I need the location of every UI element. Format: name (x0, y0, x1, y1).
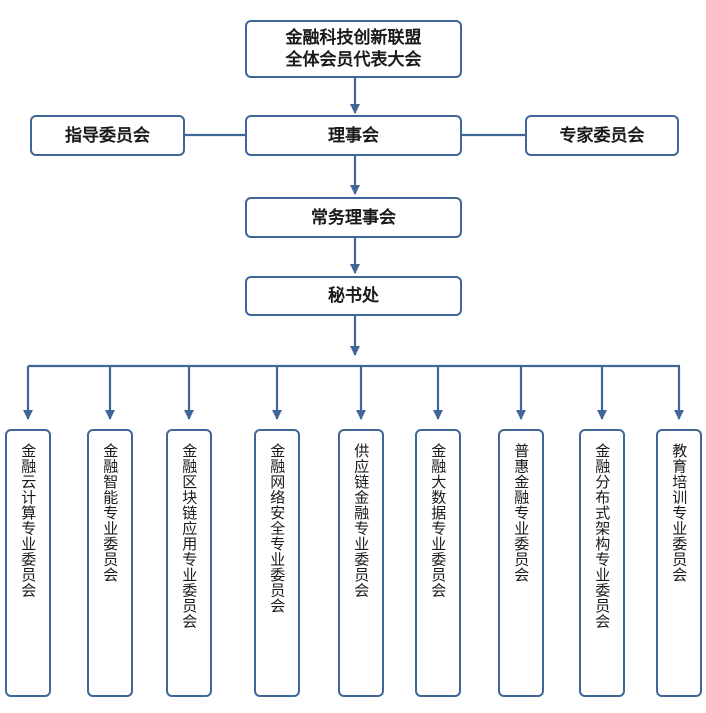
committee-label: 金融分布式架构专业委员会 (593, 443, 612, 629)
guidance-committee-box: 指导委员会 (30, 115, 185, 156)
general-assembly-line2: 全体会员代表大会 (285, 50, 422, 70)
expert-committee-label: 专家委员会 (559, 125, 645, 146)
general-assembly-box: 金融科技创新联盟全体会员代表大会 (245, 20, 462, 78)
committee-box: 金融大数据专业委员会 (415, 429, 461, 697)
guidance-committee-label: 指导委员会 (65, 125, 150, 146)
standing-council-label: 常务理事会 (311, 207, 396, 228)
committee-label: 金融大数据专业委员会 (429, 443, 448, 598)
committee-label: 金融云计算专业委员会 (19, 443, 38, 598)
committee-label: 金融智能专业委员会 (101, 443, 120, 583)
standing-council-box: 常务理事会 (245, 197, 462, 238)
committee-box: 金融分布式架构专业委员会 (579, 429, 625, 697)
committee-box: 普惠金融专业委员会 (498, 429, 544, 697)
secretariat-label: 秘书处 (328, 286, 379, 306)
committee-label: 金融区块链应用专业委员会 (180, 443, 199, 629)
committee-label: 金融网络安全专业委员会 (268, 443, 287, 614)
general-assembly-line1: 金融科技创新联盟 (285, 28, 422, 48)
committee-box: 金融智能专业委员会 (87, 429, 133, 697)
council-box: 理事会 (245, 115, 462, 156)
committee-box: 供应链金融专业委员会 (338, 429, 384, 697)
committee-drop-arrows (23, 366, 684, 420)
council-label: 理事会 (328, 125, 379, 146)
expert-committee-box: 专家委员会 (525, 115, 679, 156)
committee-label: 供应链金融专业委员会 (352, 443, 371, 598)
committee-label: 教育培训专业委员会 (670, 443, 689, 583)
committee-box: 金融云计算专业委员会 (5, 429, 51, 697)
committee-label: 普惠金融专业委员会 (512, 443, 531, 583)
committee-box: 金融网络安全专业委员会 (254, 429, 300, 697)
committee-box: 金融区块链应用专业委员会 (166, 429, 212, 697)
secretariat-box: 秘书处 (245, 276, 462, 316)
committee-box: 教育培训专业委员会 (656, 429, 702, 697)
